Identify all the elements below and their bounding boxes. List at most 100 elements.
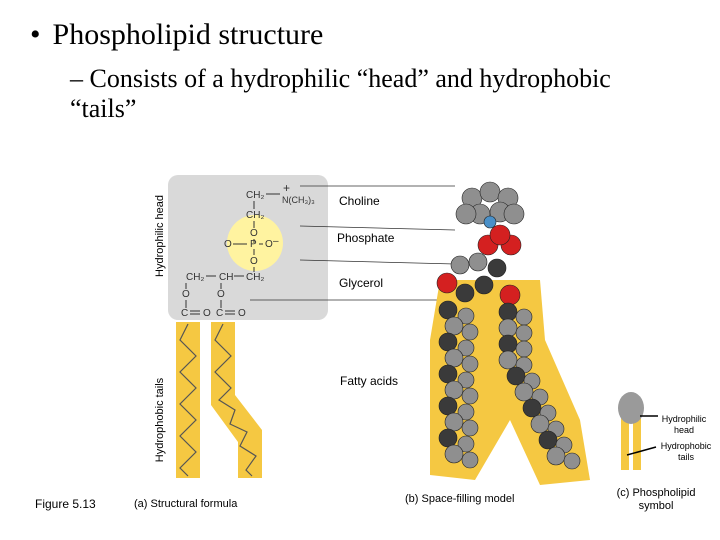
tail-atom <box>457 339 475 357</box>
carbonyl-c-left: C <box>181 308 188 319</box>
tail-atom <box>498 350 518 370</box>
formula-ch2-1: CH₂ <box>246 190 264 201</box>
tail-atom <box>522 398 542 418</box>
tail-atom <box>444 444 464 464</box>
fatty-acids-label: Fatty acids <box>340 374 398 388</box>
tail-atom <box>438 428 458 448</box>
tail-atom <box>444 380 464 400</box>
carbonyl-o-right: O <box>238 308 246 319</box>
tail-atom <box>438 396 458 416</box>
tail-left-band <box>176 322 200 478</box>
tail-left-chain <box>179 323 197 477</box>
hydrophobic-tails-label: Hydrophobic tails <box>154 377 166 462</box>
oxygen-atom <box>499 284 521 306</box>
caption-c-line1: (c) Phospholipid <box>617 487 696 499</box>
tail-right-chain <box>214 323 257 477</box>
formula-n-group: N(CH₃)₃ <box>282 195 315 205</box>
tail-atom <box>438 332 458 352</box>
hydrophilic-head-label: Hydrophilic head <box>154 195 166 277</box>
glycerol-atom <box>450 255 470 275</box>
slide-title: Phospholipid structure <box>52 18 324 51</box>
tail-atom <box>498 302 518 322</box>
glycerol-atom <box>455 283 475 303</box>
glycerol-label: Glycerol <box>339 276 383 290</box>
leader-choline-phosphate <box>299 225 456 231</box>
leader-lines <box>250 185 456 301</box>
formula-o-right: O <box>265 239 273 250</box>
tail-atom <box>515 308 533 326</box>
glycerol-ch2-right: CH₂ <box>246 272 264 283</box>
tail-atom <box>438 300 458 320</box>
glycerol-atom <box>474 275 494 295</box>
tail-atom <box>438 364 458 384</box>
title-bullet: • <box>30 18 41 51</box>
tail-atom <box>515 340 533 358</box>
tail-atom <box>514 382 534 402</box>
tail-atom <box>461 323 479 341</box>
tail-atom <box>457 435 475 453</box>
glycerol-atom <box>487 258 507 278</box>
symbol-tails-pointer <box>626 446 657 456</box>
structural-formula: CH₂ + N(CH₃)₃ CH₂ O O P O – O CH₂ CH CH₂ <box>181 181 315 319</box>
carbonyl-o-left: O <box>203 308 211 319</box>
glycerol-ch2-left: CH₂ <box>186 272 204 283</box>
tail-atom <box>457 403 475 421</box>
tail-atom <box>461 355 479 373</box>
tail-atom <box>530 414 550 434</box>
formula-minus: – <box>273 236 279 247</box>
tail-atom <box>461 419 479 437</box>
oxygen-atom <box>436 272 458 294</box>
caption-c-line2: symbol <box>639 500 674 512</box>
tail-atom <box>563 452 581 470</box>
formula-o-left: O <box>224 239 232 250</box>
tail-atom <box>444 316 464 336</box>
tail-atom <box>457 371 475 389</box>
tail-atom <box>546 446 566 466</box>
nitrogen-atom <box>483 215 497 229</box>
symbol-tails-label-2: tails <box>678 452 695 462</box>
space-fill-atoms <box>436 181 581 470</box>
symbol-head <box>618 392 644 424</box>
head-atom <box>479 181 501 203</box>
tail-atom <box>506 366 526 386</box>
choline-label: Choline <box>339 194 380 208</box>
tail-right-band <box>211 322 262 478</box>
slide-subtitle: – Consists of a hydrophilic “head” and h… <box>70 64 611 123</box>
symbol-tails-label-1: Hydrophobic <box>661 441 712 451</box>
formula-o-bottom: O <box>250 256 258 267</box>
tail-atom <box>461 451 479 469</box>
leader-phosphate-glycerol <box>299 259 456 265</box>
formula-o-top: O <box>250 228 258 239</box>
glycerol-atom <box>468 252 488 272</box>
formula-p: P <box>250 239 257 250</box>
head-atom <box>503 203 525 225</box>
symbol-head-label-2: head <box>674 425 694 435</box>
caption-b: (b) Space-filling model <box>405 493 514 505</box>
symbol-tail-right <box>633 410 641 470</box>
symbol-tail-left <box>621 410 629 470</box>
space-filling-model <box>430 181 590 485</box>
ester-o-left: O <box>182 289 190 300</box>
phosphate-label: Phosphate <box>337 231 395 245</box>
tail-atom <box>444 412 464 432</box>
tail-atom <box>498 334 518 354</box>
tail-atom <box>457 307 475 325</box>
phosphate-highlight <box>227 215 283 271</box>
figure-number: Figure 5.13 <box>35 497 96 511</box>
carbonyl-c-right: C <box>216 308 223 319</box>
tail-atom <box>461 387 479 405</box>
formula-plus: + <box>283 181 290 195</box>
slide-title-row: • Phospholipid structure <box>30 18 323 52</box>
glycerol-ch: CH <box>219 272 233 283</box>
tail-atom <box>444 348 464 368</box>
formula-ch2-2: CH₂ <box>246 210 264 221</box>
tail-atom <box>498 318 518 338</box>
tail-atom <box>515 324 533 342</box>
phospholipid-symbol: Hydrophilic head Hydrophobic tails <box>618 392 712 470</box>
symbol-head-label-1: Hydrophilic <box>662 414 707 424</box>
head-atom <box>455 203 477 225</box>
tail-atom <box>538 430 558 450</box>
ester-o-mid: O <box>217 289 225 300</box>
